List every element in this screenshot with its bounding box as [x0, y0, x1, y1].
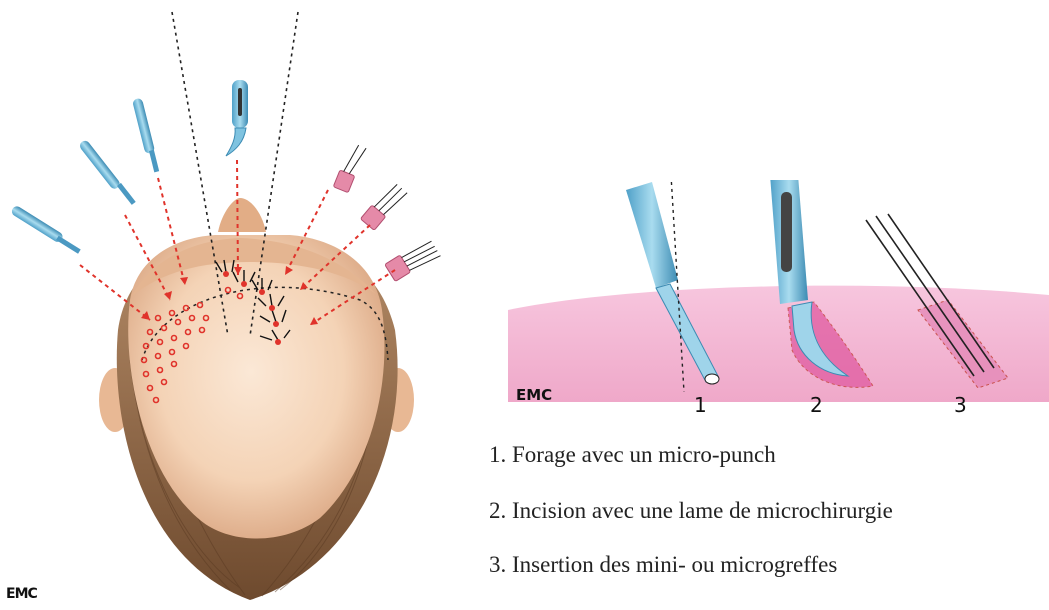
scalp-top-view-illustration: [0, 0, 470, 610]
step-number-3: 3: [954, 393, 967, 417]
emc-watermark-left: EMC: [6, 586, 37, 602]
micro-punch-tool: [132, 98, 159, 173]
emc-watermark-right: EMC: [516, 386, 552, 404]
nose: [218, 198, 266, 232]
graft-holder: [333, 142, 366, 192]
cross-section-illustration: EMC 1 2 3: [508, 180, 1049, 420]
micro-punch-tool: [10, 205, 81, 254]
graft-holder: [385, 237, 441, 283]
microsurgery-blade-tool: [226, 80, 248, 156]
legend-step-3: 3. Insertion des mini- ou microgreffes: [489, 552, 837, 578]
legend-step-1: 1. Forage avec un micro-punch: [489, 442, 776, 468]
micro-punch-tool: [78, 139, 136, 205]
step-number-1: 1: [694, 393, 707, 417]
legend-step-2: 2. Incision avec une lame de microchirur…: [489, 498, 893, 524]
step-number-2: 2: [810, 393, 823, 417]
graft-holder: [360, 180, 407, 231]
